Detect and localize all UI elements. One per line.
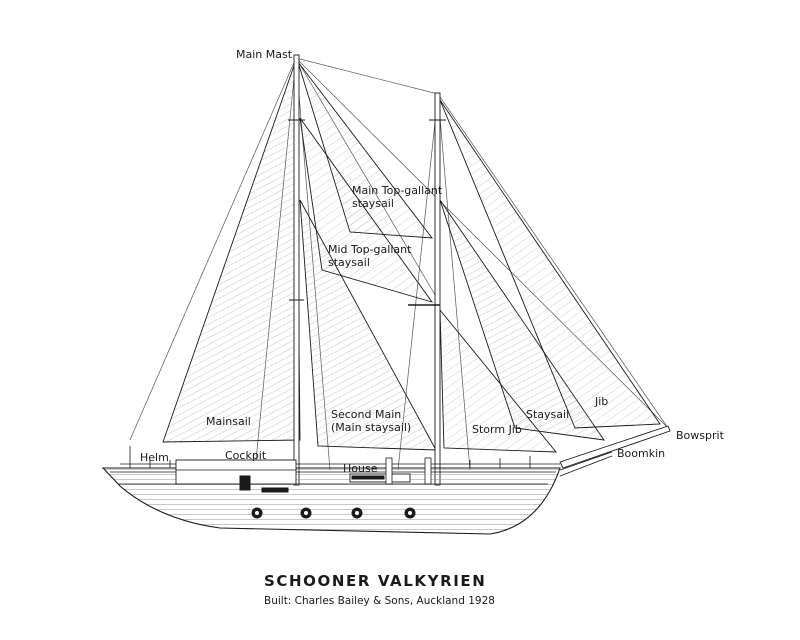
- label-bowsprit: Bowsprit: [676, 429, 724, 442]
- main-topgallant-staysail: [297, 61, 433, 239]
- cockpit: [175, 459, 297, 493]
- jib-sail: [439, 99, 661, 429]
- label-main-topgallant-line1: Main Top-gallant: [352, 184, 443, 197]
- hull: [101, 467, 561, 535]
- label-jib: Jib: [595, 395, 609, 408]
- label-storm-jib: Storm Jib: [472, 423, 522, 436]
- label-boomkin: Boomkin: [617, 447, 666, 460]
- mainsail: [162, 59, 301, 443]
- house: [349, 457, 432, 485]
- label-mainsail: Mainsail: [206, 415, 251, 428]
- label-mid-topgallant: Mid Top-gallant staysail: [328, 243, 411, 269]
- label-house: House: [343, 462, 378, 475]
- label-mid-topgallant-line2: staysail: [328, 256, 370, 269]
- label-cockpit: Cockpit: [225, 449, 267, 462]
- label-main-mast: Main Mast: [236, 48, 293, 61]
- label-second-main-line1: Second Main: [331, 408, 402, 421]
- label-helm: Helm: [140, 451, 169, 464]
- label-mid-topgallant-line1: Mid Top-gallant: [328, 243, 412, 256]
- diagram-title: SCHOONER VALKYRIEN: [264, 572, 487, 590]
- boomkin: [559, 451, 613, 477]
- label-second-main: Second Main (Main staysail): [331, 408, 411, 434]
- label-second-main-line2: (Main staysail): [331, 421, 412, 434]
- diagram-subtitle: Built: Charles Bailey & Sons, Auckland 1…: [264, 595, 495, 607]
- label-main-topgallant-line2: staysail: [352, 197, 394, 210]
- porthole-rims: [255, 511, 412, 515]
- mid-topgallant-staysail: [299, 117, 434, 303]
- second-main-sail: [299, 199, 437, 451]
- bowsprit: [559, 425, 671, 469]
- label-main-topgallant: Main Top-gallant staysail: [352, 184, 442, 210]
- label-staysail: Staysail: [526, 408, 570, 421]
